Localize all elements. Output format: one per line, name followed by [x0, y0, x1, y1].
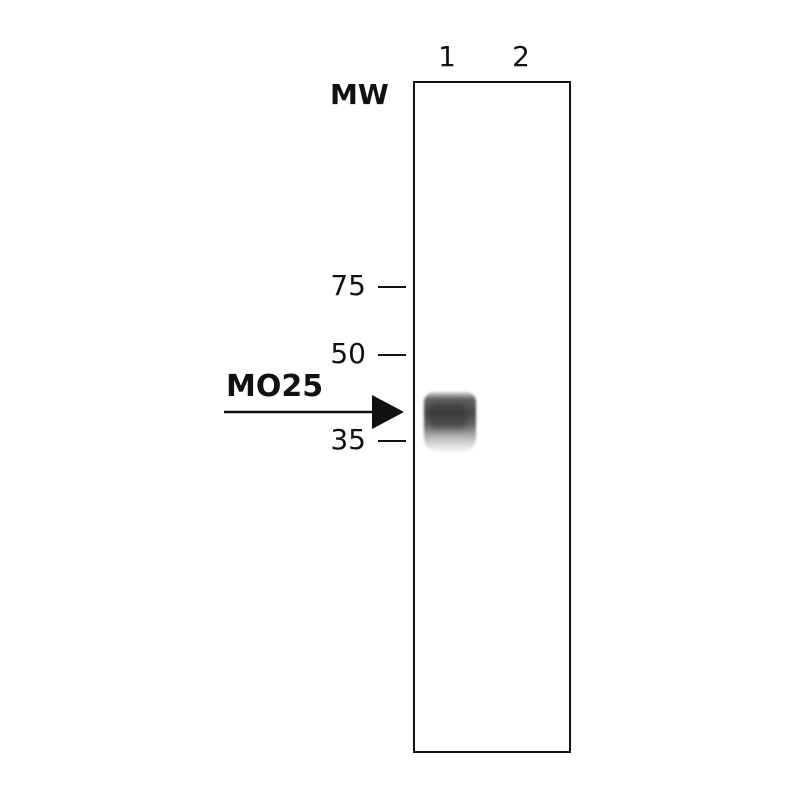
marker-tick-75 — [378, 286, 406, 288]
protein-band-core — [429, 403, 467, 429]
marker-label-75: 75 — [330, 269, 366, 302]
protein-label: MO25 — [226, 369, 324, 404]
marker-label-35: 35 — [330, 423, 366, 456]
mw-label: MW — [330, 78, 389, 111]
marker-tick-50 — [378, 354, 406, 356]
protein-band — [424, 392, 476, 452]
blot-membrane — [413, 81, 571, 753]
arrow-icon — [224, 395, 404, 429]
marker-tick-35 — [378, 440, 406, 442]
marker-label-50: 50 — [330, 337, 366, 370]
lane-label-2: 2 — [512, 40, 530, 73]
lane-label-1: 1 — [438, 40, 456, 73]
